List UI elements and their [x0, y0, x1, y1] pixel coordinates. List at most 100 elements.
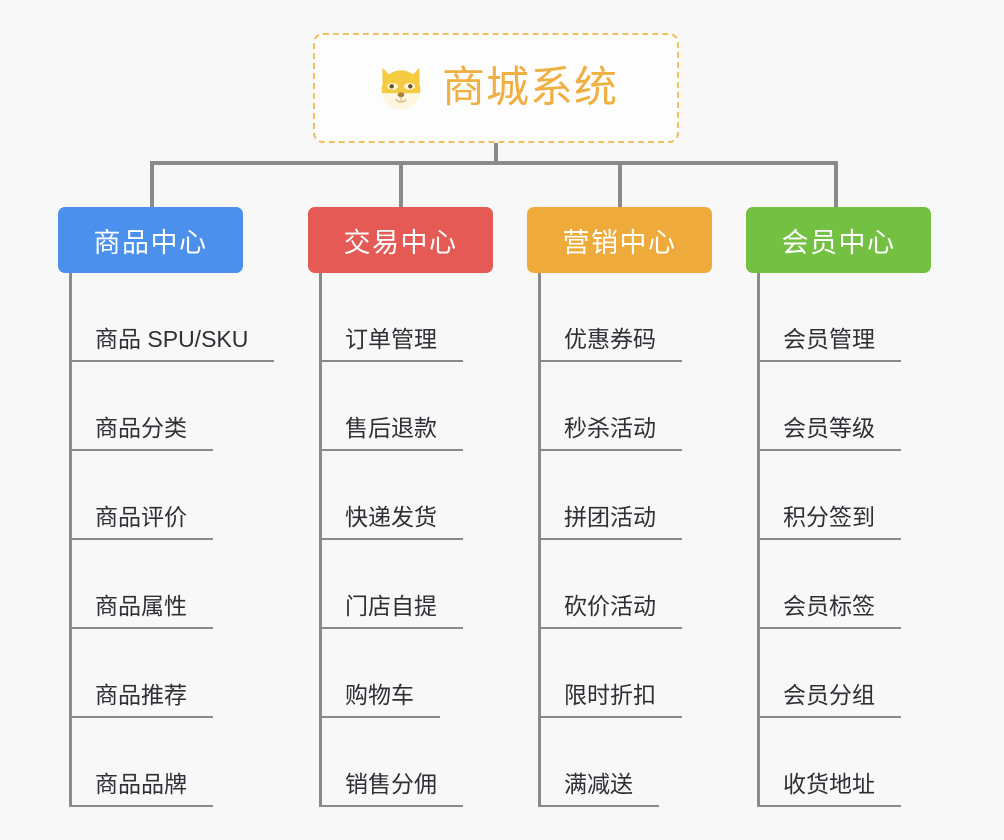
leaf-item[interactable]: 商品分类	[69, 362, 243, 451]
leaf-item[interactable]: 订单管理	[319, 273, 493, 362]
leaf-label: 收货地址	[783, 771, 875, 797]
leaf-label: 会员标签	[783, 593, 875, 619]
leaf-label: 购物车	[345, 682, 414, 708]
leaf-item[interactable]: 购物车	[319, 629, 493, 718]
leaf-label: 门店自提	[345, 593, 437, 619]
dog-face-icon	[381, 67, 421, 110]
leaf-underline: 商品品牌	[69, 769, 213, 807]
leaf-item[interactable]: 会员等级	[757, 362, 931, 451]
leaf-list-3: 优惠券码 秒杀活动 拼团活动 砍价活动 限时折扣 满减送	[527, 273, 712, 807]
leaf-underline: 优惠券码	[538, 324, 682, 362]
leaf-item[interactable]: 售后退款	[319, 362, 493, 451]
leaf-underline: 会员分组	[757, 680, 901, 718]
leaf-item[interactable]: 商品评价	[69, 451, 243, 540]
category-label-4: 会员中心	[781, 227, 896, 258]
leaf-item[interactable]: 优惠券码	[538, 273, 712, 362]
leaf-underline: 门店自提	[319, 591, 463, 629]
leaf-item[interactable]: 限时折扣	[538, 629, 712, 718]
leaf-item[interactable]: 会员标签	[757, 540, 931, 629]
connector-spine-4	[757, 273, 760, 807]
leaf-label: 拼团活动	[564, 504, 656, 530]
leaf-underline: 砍价活动	[538, 591, 682, 629]
leaf-label: 商品评价	[95, 504, 187, 530]
category-box-3[interactable]: 营销中心	[527, 207, 712, 273]
leaf-label: 商品推荐	[95, 682, 187, 708]
leaf-label: 商品分类	[95, 415, 187, 441]
leaf-underline: 秒杀活动	[538, 413, 682, 451]
leaf-item[interactable]: 砍价活动	[538, 540, 712, 629]
connector-spine-1	[69, 273, 72, 807]
connector-horizontal-bus	[150, 161, 838, 165]
leaf-list-2: 订单管理 售后退款 快递发货 门店自提 购物车 销售分佣	[308, 273, 493, 807]
connector-drop-1	[150, 161, 154, 207]
leaf-underline: 订单管理	[319, 324, 463, 362]
leaf-list-4: 会员管理 会员等级 积分签到 会员标签 会员分组 收货地址	[746, 273, 931, 807]
connector-drop-4	[834, 161, 838, 207]
branch-column-1: 商品中心 商品 SPU/SKU 商品分类 商品评价 商品属性 商品推荐 商品品牌	[58, 207, 275, 807]
category-box-2[interactable]: 交易中心	[308, 207, 493, 273]
leaf-list-1: 商品 SPU/SKU 商品分类 商品评价 商品属性 商品推荐 商品品牌	[58, 273, 275, 807]
leaf-underline: 积分签到	[757, 502, 901, 540]
leaf-underline: 销售分佣	[319, 769, 463, 807]
leaf-item[interactable]: 商品推荐	[69, 629, 243, 718]
category-label-2: 交易中心	[343, 227, 458, 258]
leaf-item[interactable]: 会员分组	[757, 629, 931, 718]
leaf-label: 商品 SPU/SKU	[95, 326, 249, 352]
leaf-item[interactable]: 门店自提	[319, 540, 493, 629]
leaf-item[interactable]: 会员管理	[757, 273, 931, 362]
leaf-label: 会员分组	[783, 682, 875, 708]
root-title: 商城系统	[442, 63, 618, 112]
root-node[interactable]: 商城系统	[313, 33, 679, 143]
leaf-item[interactable]: 拼团活动	[538, 451, 712, 540]
leaf-underline: 购物车	[319, 680, 440, 718]
leaf-underline: 快递发货	[319, 502, 463, 540]
leaf-underline: 商品分类	[69, 413, 213, 451]
leaf-label: 会员等级	[783, 415, 875, 441]
leaf-item[interactable]: 秒杀活动	[538, 362, 712, 451]
leaf-underline: 商品评价	[69, 502, 213, 540]
category-box-1[interactable]: 商品中心	[58, 207, 243, 273]
branch-column-2: 交易中心 订单管理 售后退款 快递发货 门店自提 购物车 销售分佣	[308, 207, 493, 807]
leaf-underline: 收货地址	[757, 769, 901, 807]
leaf-underline: 拼团活动	[538, 502, 682, 540]
category-box-4[interactable]: 会员中心	[746, 207, 931, 273]
leaf-label: 商品品牌	[95, 771, 187, 797]
connector-drop-3	[618, 161, 622, 207]
leaf-item[interactable]: 快递发货	[319, 451, 493, 540]
category-label-1: 商品中心	[93, 227, 208, 258]
leaf-item[interactable]: 积分签到	[757, 451, 931, 540]
leaf-underline: 会员标签	[757, 591, 901, 629]
connector-root-stem	[494, 143, 498, 165]
leaf-label: 销售分佣	[345, 771, 437, 797]
leaf-label: 积分签到	[783, 504, 875, 530]
leaf-label: 商品属性	[95, 593, 187, 619]
branch-column-4: 会员中心 会员管理 会员等级 积分签到 会员标签 会员分组 收货地址	[746, 207, 931, 807]
leaf-item[interactable]: 商品属性	[69, 540, 243, 629]
leaf-underline: 商品推荐	[69, 680, 213, 718]
leaf-item[interactable]: 销售分佣	[319, 718, 493, 807]
leaf-label: 售后退款	[345, 415, 437, 441]
leaf-item[interactable]: 商品品牌	[69, 718, 243, 807]
leaf-underline: 会员等级	[757, 413, 901, 451]
connector-drop-2	[399, 161, 403, 207]
leaf-underline: 满减送	[538, 769, 659, 807]
leaf-label: 优惠券码	[564, 326, 656, 352]
leaf-underline: 会员管理	[757, 324, 901, 362]
leaf-item[interactable]: 收货地址	[757, 718, 931, 807]
leaf-label: 订单管理	[345, 326, 437, 352]
leaf-item[interactable]: 商品 SPU/SKU	[69, 273, 275, 362]
leaf-underline: 售后退款	[319, 413, 463, 451]
leaf-label: 快递发货	[345, 504, 437, 530]
leaf-underline: 限时折扣	[538, 680, 682, 718]
leaf-label: 砍价活动	[564, 593, 656, 619]
leaf-underline: 商品 SPU/SKU	[69, 324, 275, 362]
connector-spine-2	[319, 273, 322, 807]
leaf-label: 满减送	[564, 771, 633, 797]
leaf-label: 会员管理	[783, 326, 875, 352]
leaf-item[interactable]: 满减送	[538, 718, 712, 807]
leaf-underline: 商品属性	[69, 591, 213, 629]
branch-column-3: 营销中心 优惠券码 秒杀活动 拼团活动 砍价活动 限时折扣 满减送	[527, 207, 712, 807]
connector-spine-3	[538, 273, 541, 807]
category-label-3: 营销中心	[562, 227, 677, 258]
